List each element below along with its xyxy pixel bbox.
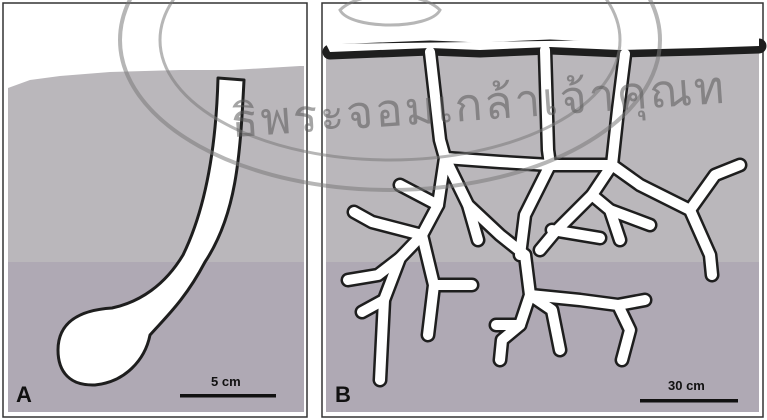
panel-a-soil-lower <box>8 262 304 412</box>
panel-a-label: A <box>16 382 32 408</box>
scale-bar-a <box>180 394 276 398</box>
panel-b-label: B <box>335 382 351 408</box>
panel-a <box>3 3 307 417</box>
scale-b-text: 30 cm <box>668 378 705 393</box>
scale-a-text: 5 cm <box>211 374 241 389</box>
scale-bar-b <box>640 399 738 403</box>
